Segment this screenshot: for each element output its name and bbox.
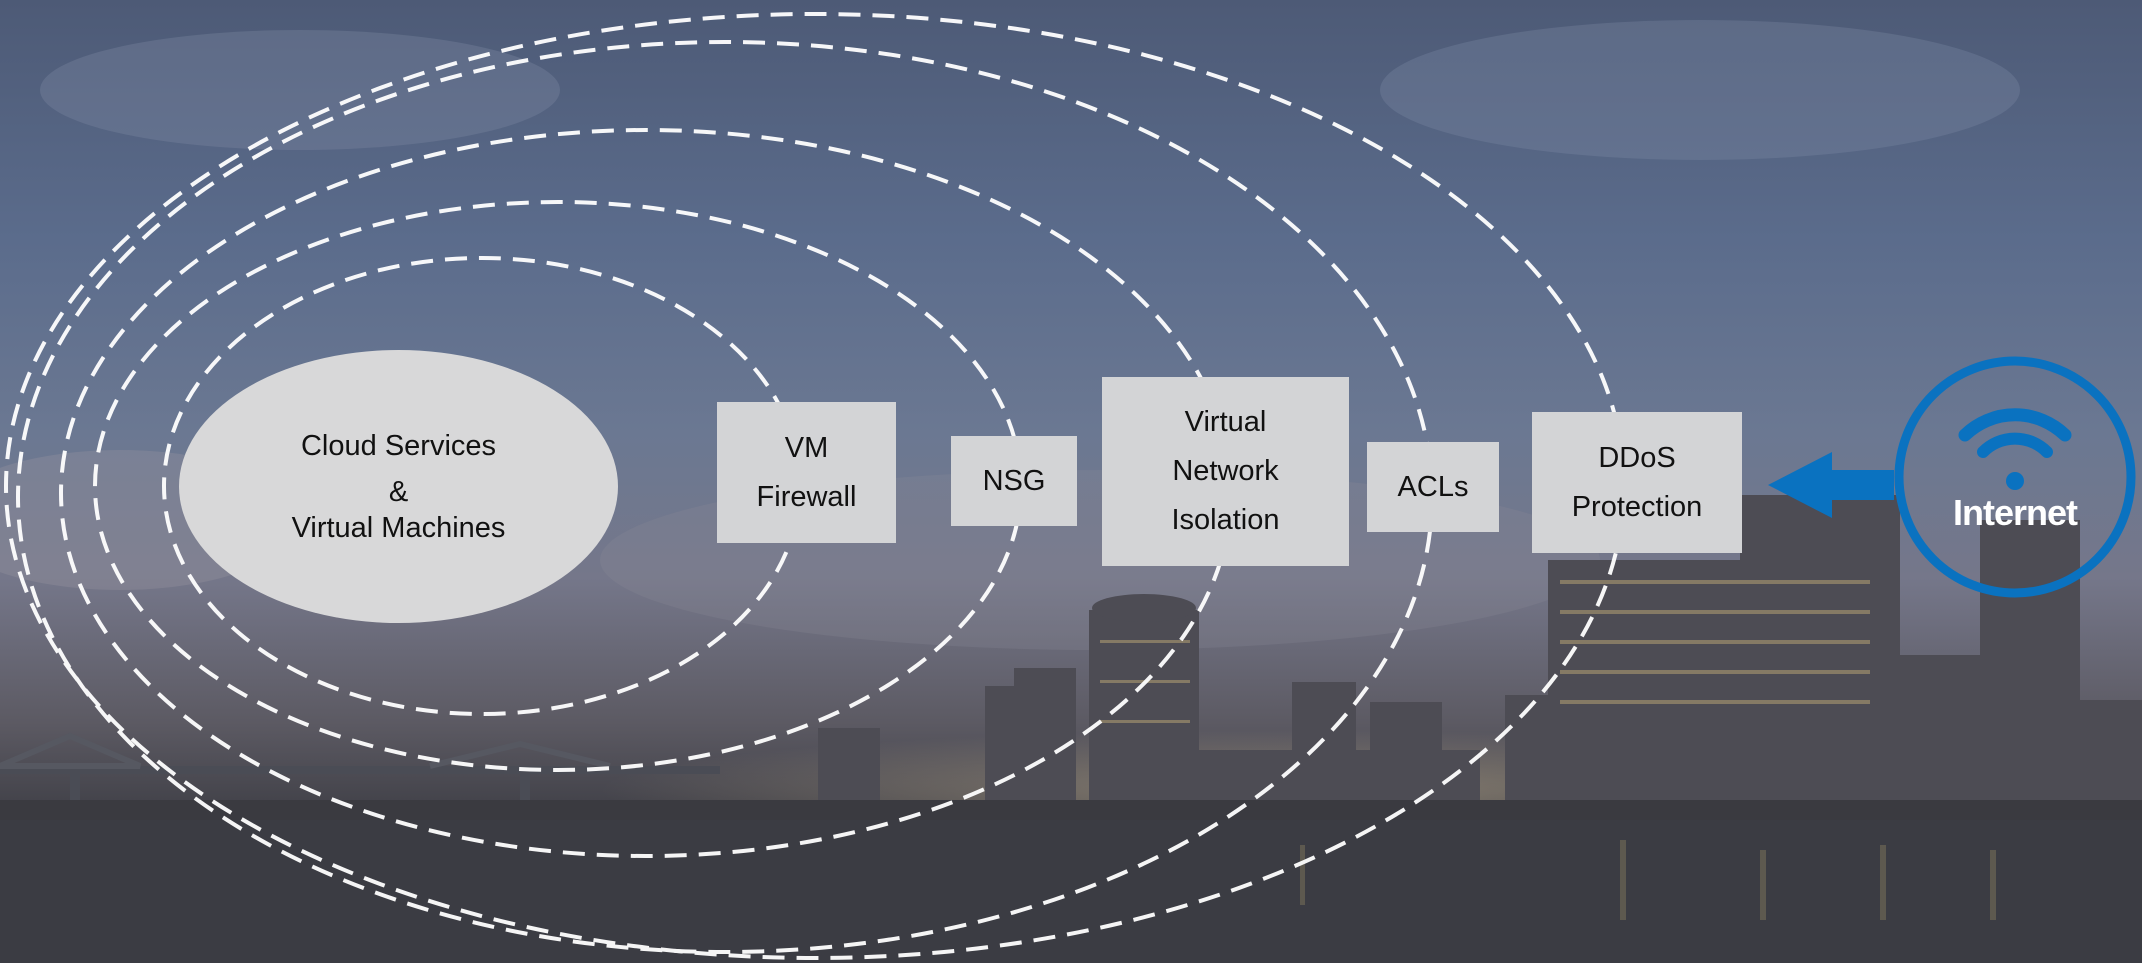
- vni-label-2: Network: [1172, 455, 1279, 487]
- vni-label-3: Isolation: [1171, 504, 1280, 536]
- ddos-protection-box: DDoS Protection: [1532, 412, 1742, 553]
- vm-firewall-box: VM Firewall: [717, 402, 896, 543]
- vm-firewall-label-1: VM: [784, 431, 829, 464]
- arrow-left-icon: [1768, 452, 1894, 518]
- core-label-line1: Cloud Services: [300, 429, 497, 462]
- internet-label: Internet: [1952, 492, 2078, 533]
- acls-label: ACLs: [1397, 470, 1469, 503]
- core-label-line3: Virtual Machines: [291, 511, 506, 544]
- ddos-label-1: DDoS: [1598, 441, 1676, 474]
- internet-circle: [1894, 356, 2136, 598]
- nsg-label: NSG: [982, 464, 1046, 497]
- cloud-services-node: Cloud Services & Virtual Machines: [179, 350, 618, 623]
- acls-box: ACLs: [1367, 442, 1499, 532]
- vm-firewall-label-2: Firewall: [756, 480, 857, 513]
- wifi-icon: [1958, 408, 2072, 490]
- nsg-box: NSG: [951, 436, 1077, 526]
- vni-label-1: Virtual: [1184, 406, 1267, 438]
- ddos-label-2: Protection: [1571, 490, 1703, 523]
- core-label-line2: &: [388, 475, 409, 508]
- virtual-network-isolation-box: Virtual Network Isolation: [1102, 377, 1349, 566]
